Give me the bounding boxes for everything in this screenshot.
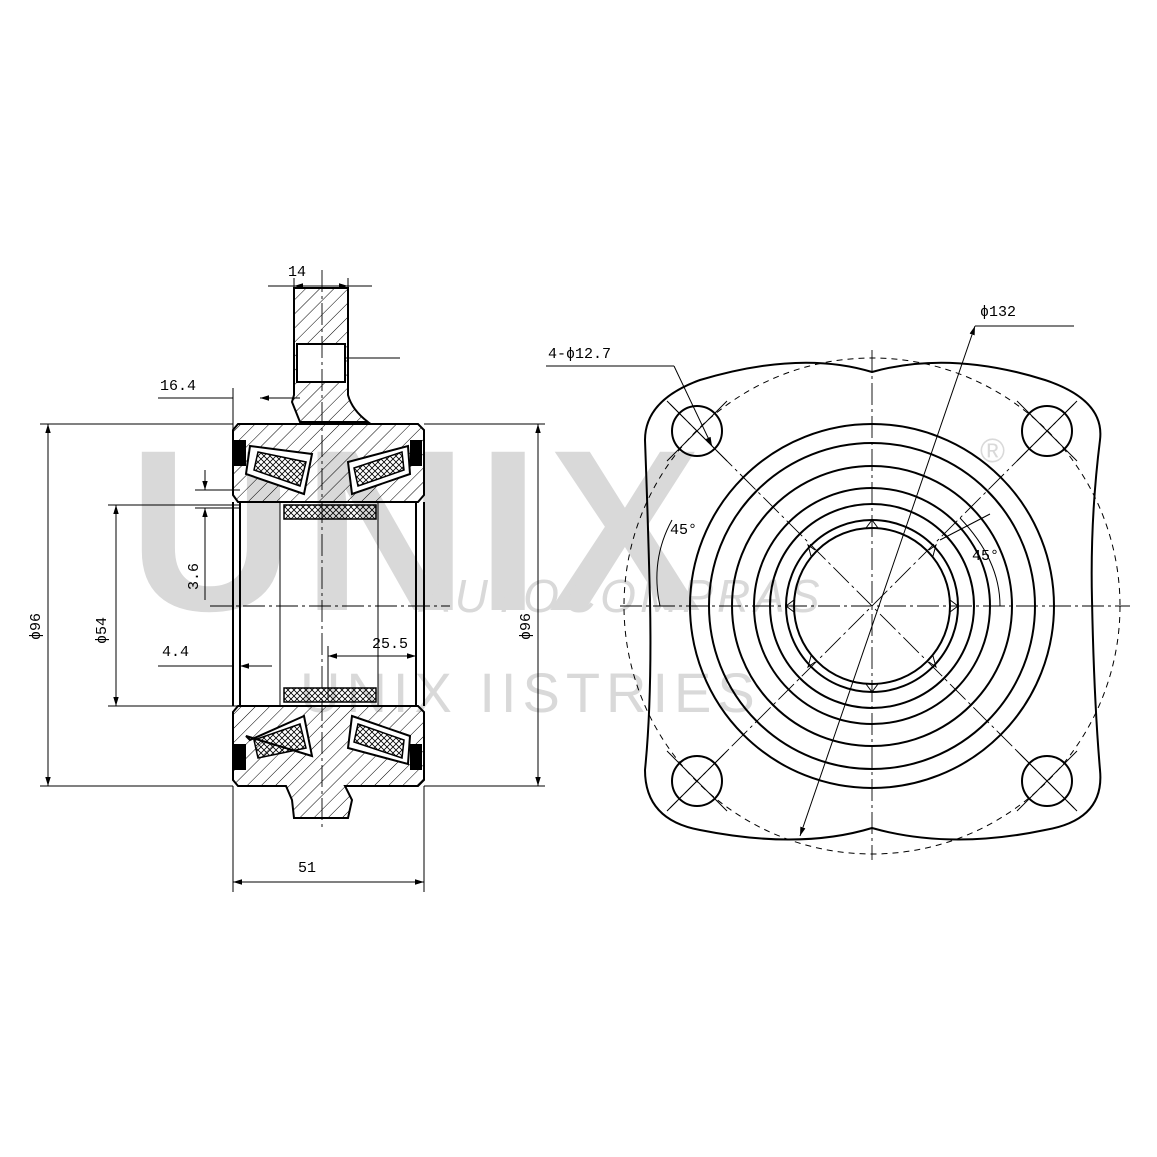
lower-outer-ring <box>232 705 425 819</box>
dim-outer-dia-left: ϕ96 <box>28 613 45 640</box>
flange-outline <box>643 361 1102 841</box>
bolt-hole-bl <box>671 755 723 807</box>
front-view: 4-ϕ12.7 ϕ132 45° 45° <box>546 304 1130 860</box>
spacer-top <box>283 504 377 520</box>
dim-flange-thickness: 14 <box>288 264 306 281</box>
section-view: 14 16.4 3.6 4.4 ϕ54 ϕ96 ϕ96 <box>28 264 545 892</box>
bolt-hole-tl <box>671 405 723 457</box>
watermark-registered: ® <box>980 432 1005 470</box>
dim-inner-dia: ϕ54 <box>94 617 111 644</box>
dim-outer-dia-right: ϕ96 <box>518 613 535 640</box>
dim-groove: 3.6 <box>186 563 203 590</box>
lower-roller-left <box>253 723 307 759</box>
dim-bolt-holes: 4-ϕ12.7 <box>548 346 611 363</box>
angle-left: 45° <box>670 522 697 539</box>
dim-offset: 16.4 <box>160 378 196 395</box>
watermark-line1: AUTOCOMPRAS <box>417 570 824 622</box>
bolt-hole-tr <box>1021 405 1073 457</box>
lower-roller-right <box>353 723 405 760</box>
bolt-hole-br <box>1021 755 1073 807</box>
seal-bottom-left <box>234 744 246 770</box>
stub-bore <box>296 343 346 383</box>
dim-width: 51 <box>298 860 316 877</box>
upper-roller-right <box>353 450 405 487</box>
seal-top-left <box>234 440 246 466</box>
dim-edge: 4.4 <box>162 644 189 661</box>
seal-bottom-right <box>410 744 422 770</box>
dim-pcd: ϕ132 <box>980 304 1016 321</box>
upper-roller-left <box>253 451 307 487</box>
spacer-bottom <box>283 687 377 703</box>
dim-center: 25.5 <box>372 636 408 653</box>
seal-top-right <box>410 440 422 466</box>
angle-right: 45° <box>972 548 999 565</box>
